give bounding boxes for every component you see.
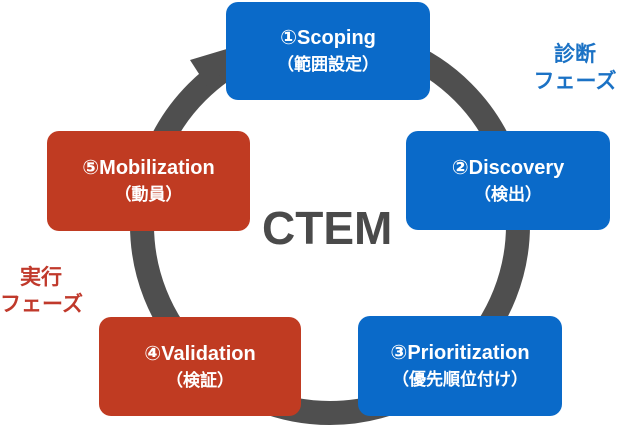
phase-scoping-label: ①Scoping: [280, 27, 376, 49]
phase-mobilization-label: ⑤Mobilization: [82, 157, 215, 179]
phase-mobilization: ⑤Mobilization （動員）: [47, 131, 250, 231]
phase-discovery: ②Discovery （検出）: [406, 131, 610, 230]
cycle-arrow-icon: [190, 48, 230, 94]
diagnosis-phase-line1: 診断: [554, 43, 596, 66]
diagnosis-phase-line2: フェーズ: [533, 70, 617, 93]
phase-validation-label: ④Validation: [144, 342, 256, 365]
phase-prioritization-label: ③Prioritization: [390, 342, 530, 364]
phase-validation: ④Validation （検証）: [99, 317, 301, 416]
execution-phase-label: 実行 フェーズ: [0, 264, 83, 318]
phase-validation-sub: （検証）: [166, 370, 234, 390]
phase-scoping: ①Scoping （範囲設定）: [226, 2, 430, 100]
phase-mobilization-sub: （動員）: [114, 185, 183, 204]
phase-scoping-sub: （範囲設定）: [277, 55, 379, 74]
phase-prioritization-sub: （優先順位付け）: [392, 370, 528, 389]
execution-phase-line1: 実行: [20, 266, 62, 289]
execution-phase-line2: フェーズ: [0, 293, 83, 316]
diagnosis-phase-label: 診断 フェーズ: [533, 41, 617, 95]
phase-prioritization: ③Prioritization （優先順位付け）: [358, 316, 562, 416]
center-title: CTEM: [262, 202, 393, 254]
phase-discovery-label: ②Discovery: [451, 156, 565, 179]
phase-discovery-sub: （検出）: [474, 184, 542, 204]
